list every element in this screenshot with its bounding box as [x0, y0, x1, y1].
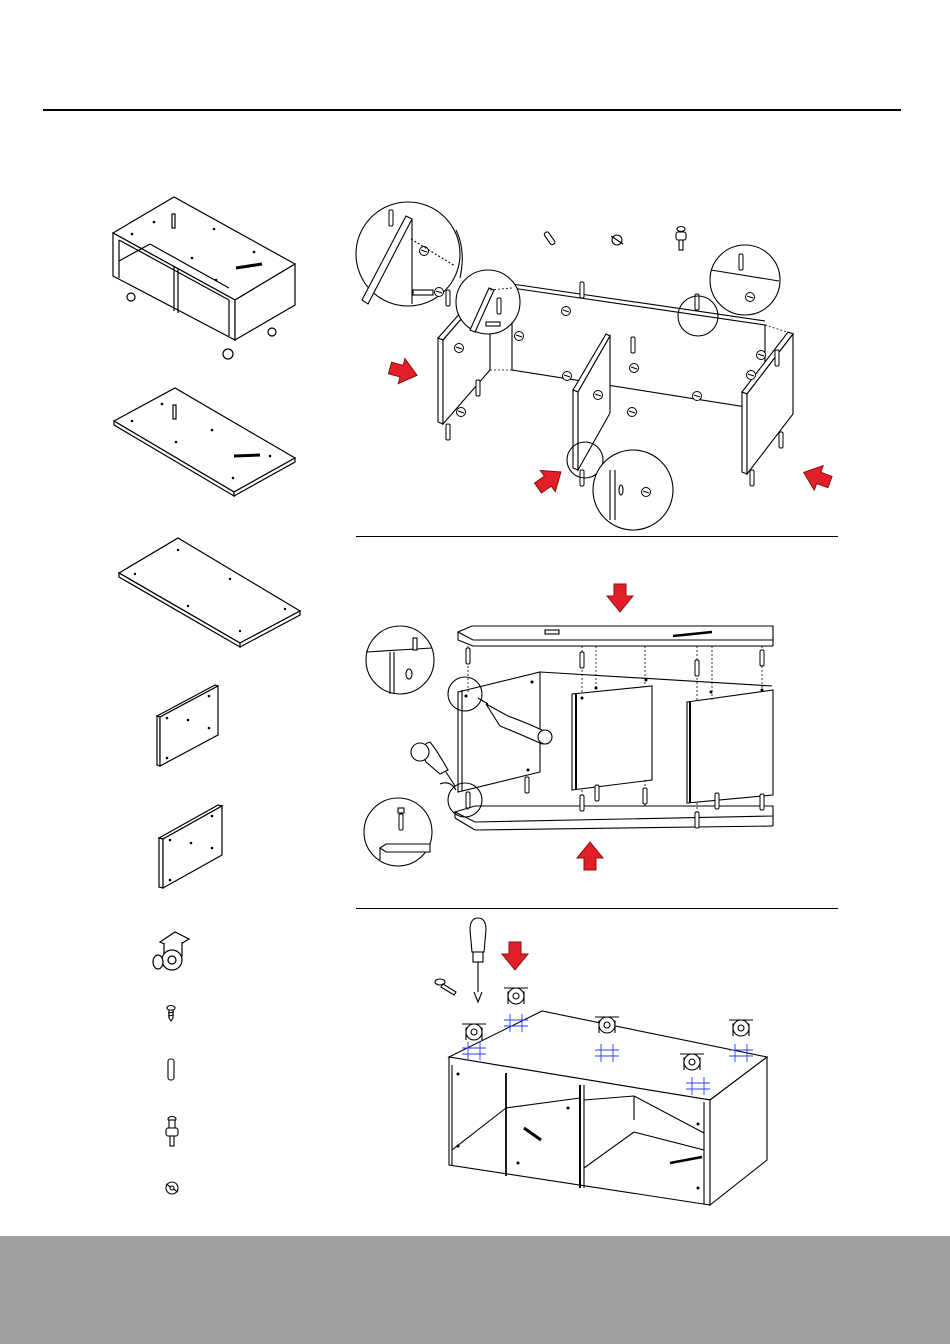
part-screw-icon: [167, 1006, 175, 1022]
part-caster-wheel-icon: [153, 932, 189, 970]
assembly-drawing: [0, 0, 950, 1236]
part-back-panel: [119, 538, 300, 647]
part-side-panel-a: [157, 685, 218, 766]
step-3-red-arrow: [502, 942, 528, 970]
part-cam-bolt-icon: [166, 1117, 178, 1147]
part-cam-lock-icon: [166, 1182, 178, 1194]
step-3-casters: [435, 918, 767, 1205]
footer-band: [0, 1236, 950, 1344]
step-2-top-bottom: [364, 626, 773, 866]
part-side-panel-b: [159, 805, 222, 888]
part-assembled-cabinet: [113, 197, 295, 359]
part-top-panel: [114, 388, 295, 496]
step-1-sides-to-back: [356, 202, 793, 530]
part-dowel-icon: [168, 1059, 174, 1080]
